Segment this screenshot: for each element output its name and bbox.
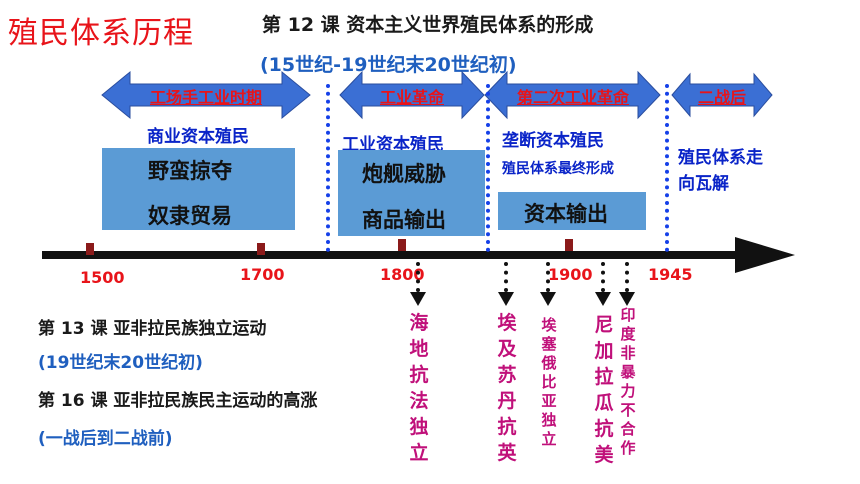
colonial-collapse-text: 殖民体系走向瓦解 — [678, 148, 763, 194]
era-label-postwar: 二战后 — [697, 88, 746, 107]
year-1500: 1500 — [80, 268, 125, 287]
year-1900: 1900 — [548, 265, 593, 284]
event-arrow-egypt — [498, 292, 514, 306]
tick-1900 — [565, 239, 573, 251]
era-label-second-industrial: 第二次工业革命 — [516, 88, 629, 107]
lesson-16-title: 第 16 课 亚非拉民族民主运动的高涨 — [38, 391, 318, 411]
divider-3 — [665, 84, 669, 252]
event-pointer-ethiopia — [546, 262, 550, 292]
era-arrow-2 — [339, 70, 485, 120]
lesson-13-range: (19世纪末20世纪初) — [38, 353, 203, 373]
event-pointer-egypt — [504, 262, 508, 292]
year-1800: 1800 — [380, 265, 425, 284]
event-pointer-india — [625, 262, 629, 292]
event-nicaragua: 尼加拉瓜抗美 — [594, 314, 614, 466]
event-arrow-ethiopia — [540, 292, 556, 306]
lesson-12-range: (15世纪-19世纪末20世纪初) — [260, 54, 517, 76]
colonial-type-commercial: 商业资本殖民 — [147, 127, 249, 147]
era-label-manual: 工场手工业时期 — [149, 88, 262, 107]
event-egypt-sudan: 埃及苏丹抗英 — [497, 312, 517, 464]
year-1945: 1945 — [648, 265, 693, 284]
divider-1 — [326, 84, 330, 252]
event-pointer-haiti — [416, 262, 420, 292]
event-india: 印度非暴力不合作 — [620, 306, 636, 457]
box-commercial-line1: 野蛮掠夺 — [148, 159, 232, 183]
divider-2 — [486, 84, 490, 252]
box-industrial — [338, 150, 485, 236]
box-industrial-line1: 炮舰威胁 — [362, 162, 446, 186]
box-commercial-line2: 奴隶贸易 — [148, 204, 232, 228]
colonial-type-monopoly: 垄断资本殖民 — [502, 131, 604, 151]
year-1700: 1700 — [240, 265, 285, 284]
event-haiti: 海地抗法独立 — [409, 312, 429, 464]
era-arrow-1 — [101, 70, 311, 120]
event-ethiopia: 埃塞俄比亚独立 — [541, 316, 557, 448]
timeline-arrowhead — [735, 237, 795, 273]
event-arrow-nicaragua — [595, 292, 611, 306]
tick-1700 — [257, 243, 265, 255]
tick-1800 — [398, 239, 406, 251]
lesson-16-range: (一战后到二战前) — [38, 429, 173, 449]
tick-1500 — [86, 243, 94, 255]
event-pointer-nicaragua — [601, 262, 605, 292]
era-label-industrial: 工业革命 — [379, 88, 444, 107]
box-monopoly-line1: 资本输出 — [524, 202, 608, 226]
lesson-12-title: 第 12 课 资本主义世界殖民体系的形成 — [262, 14, 594, 36]
timeline-bar — [42, 251, 742, 259]
colonial-system-formed: 殖民体系最终形成 — [502, 161, 614, 177]
event-arrow-india — [619, 292, 635, 306]
era-arrow-3 — [484, 70, 661, 120]
box-commercial — [102, 148, 295, 230]
page-title: 殖民体系历程 — [8, 16, 194, 51]
box-industrial-line2: 商品输出 — [362, 208, 446, 232]
lesson-13-title: 第 13 课 亚非拉民族独立运动 — [38, 319, 267, 339]
era-arrow-4 — [671, 72, 773, 118]
event-arrow-haiti — [410, 292, 426, 306]
box-monopoly — [498, 192, 646, 230]
